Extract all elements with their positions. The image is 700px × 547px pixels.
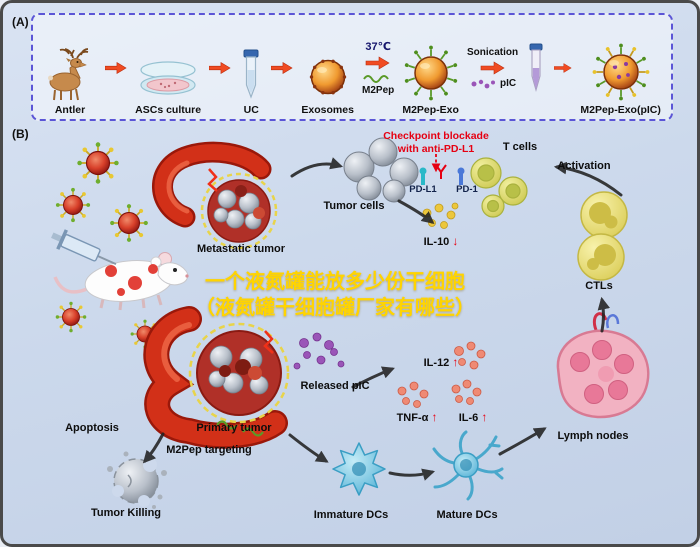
t-cells-icon (470, 157, 528, 218)
lymph-nodes-label: Lymph nodes (557, 430, 629, 442)
tumor-killing-label: Tumor Killing (90, 507, 162, 519)
tnf-up-arrow-icon: ↑ (431, 410, 438, 424)
sample-tube-icon (529, 43, 543, 93)
petri-dish-icon (140, 61, 196, 95)
il10-down-arrow-icon: ↓ (452, 234, 459, 248)
deer-antler-icon (48, 48, 89, 101)
tumor-killing-icon (107, 451, 167, 509)
tumor-cells-icon (343, 137, 419, 203)
step-ascs-culture: ASCs culture (135, 20, 201, 116)
flow-arrow-icon (554, 63, 572, 73)
arrow-tumor-cells-to-il10 (397, 199, 435, 224)
arrow-immature-to-mature-dc (388, 468, 436, 481)
ctls-label: CTLs (585, 280, 613, 292)
anti-pd-l1-label: with anti-PD-L1 (397, 143, 475, 155)
arrow-apoptosis (142, 432, 165, 464)
pic-dots-icon (471, 79, 496, 88)
m2pep-peptide-icon (363, 75, 389, 83)
il10-dots-icon (422, 202, 459, 229)
anti-pd-l1-antibody-icon (435, 164, 447, 179)
primary-tumor-icon (143, 306, 290, 449)
pd-l1-label: PD-L1 (409, 184, 437, 195)
il10-text: IL-10 (423, 236, 450, 248)
il12-dots-icon (454, 341, 486, 370)
il6-text: IL-6 (458, 412, 479, 424)
checkpoint-blockade-label: Checkpoint blockade (383, 130, 489, 142)
immature-dcs-label: Immature DCs (313, 509, 389, 521)
m2pep-exosome-icon (403, 44, 459, 102)
step-m2pep-modification: 37℃ M2Pep (362, 20, 394, 116)
step-m2pep-exo: M2Pep-Exo (402, 20, 459, 116)
arrow-pic-to-il12 (351, 366, 395, 389)
mouse-icon (53, 252, 189, 311)
step-uc: UC (239, 20, 263, 116)
activation-label: Activation (557, 160, 611, 172)
tnf-label: TNF-α ↑ (397, 410, 438, 424)
flow-arrow-icon (105, 62, 127, 74)
released-pic-dots-icon (293, 332, 345, 370)
pd-l1-icon (421, 173, 425, 185)
metastatic-tumor-icon (152, 141, 278, 250)
m2pep-targeting-label: M2Pep targeting (166, 444, 252, 456)
arrow-tumor-to-immature-dc (288, 433, 329, 463)
flow-arrow-icon (271, 62, 293, 74)
label-m2pep-exo-pic: M2Pep-Exo(pIC) (580, 104, 661, 116)
step-m2pep-exo-pic: M2Pep-Exo(pIC) (580, 20, 661, 116)
watermark-line1: 一个液氮罐能放多少份干细胞 (205, 271, 465, 293)
m2pep-label: M2Pep (362, 85, 395, 96)
temperature-label: 37℃ (365, 41, 391, 53)
il12-up-arrow-icon: ↑ (452, 355, 459, 369)
label-antler: Antler (54, 104, 86, 116)
watermark: 一个液氮罐能放多少份干细胞 （液氮罐干细胞罐厂家有哪些） (195, 269, 475, 321)
immature-dc-icon (332, 442, 386, 496)
step-sonication: Sonication pIC (467, 20, 518, 116)
lymph-node-icon (556, 312, 650, 419)
il6-up-arrow-icon: ↑ (481, 410, 488, 424)
il6-label: IL-6 ↑ (459, 410, 488, 424)
il12-text: IL-12 (423, 357, 450, 369)
checkpoint-blockade-icon (419, 154, 465, 185)
il12-label: IL-12 ↑ (424, 355, 459, 369)
mature-dcs-label: Mature DCs (436, 509, 498, 521)
apoptosis-label: Apoptosis (65, 422, 119, 434)
panel-a-label: (A) (12, 15, 29, 29)
flow-arrow-icon (209, 62, 231, 74)
ctl-cells-icon (577, 191, 628, 281)
mature-dc-icon (432, 430, 504, 501)
panel-a: Antler ASCs culture (31, 13, 673, 121)
arrow-activation (553, 161, 623, 197)
tnf-text: TNF-α (396, 412, 429, 424)
syringe-icon (51, 229, 117, 266)
step-exosomes: Exosomes (301, 20, 354, 116)
exosome-icon (309, 59, 346, 95)
metastatic-tumor-label: Metastatic tumor (196, 243, 286, 255)
primary-tumor-label: Primary tumor (196, 422, 272, 434)
flow-arrow-icon (365, 56, 390, 70)
tumor-cells-label: Tumor cells (323, 200, 385, 212)
panel-b-label: (B) (12, 127, 29, 141)
flow-arrow-icon (480, 60, 505, 75)
tnf-dots-icon (397, 381, 429, 408)
panel-b-illustration (51, 137, 650, 509)
centrifuge-tube-icon (243, 49, 259, 99)
label-m2pep-exo: M2Pep-Exo (402, 104, 459, 116)
step-antler: Antler (43, 20, 97, 116)
m2pep-targeting-icon (216, 420, 238, 430)
t-cells-label: T cells (502, 141, 538, 153)
released-pic-label: Released pIC (300, 380, 370, 392)
pd-1-label: PD-1 (456, 184, 478, 195)
il10-label: IL-10 ↓ (424, 234, 459, 248)
arrow-metastatic-to-tumor-cells (290, 157, 344, 178)
watermark-line2: （液氮罐干细胞罐厂家有哪些） (195, 297, 475, 319)
label-exosomes: Exosomes (301, 104, 354, 116)
arrow-mature-dc-to-lymph (498, 427, 547, 456)
pic-label: pIC (500, 78, 517, 89)
il6-dots-icon (451, 379, 482, 405)
pd-1-icon (459, 173, 463, 185)
sonication-label: Sonication (467, 46, 519, 58)
arrow-lymph-to-ctls (597, 296, 611, 333)
label-ascs-culture: ASCs culture (135, 104, 202, 116)
m2pep-exosome-pic-icon (591, 42, 650, 102)
label-uc: UC (243, 104, 259, 116)
